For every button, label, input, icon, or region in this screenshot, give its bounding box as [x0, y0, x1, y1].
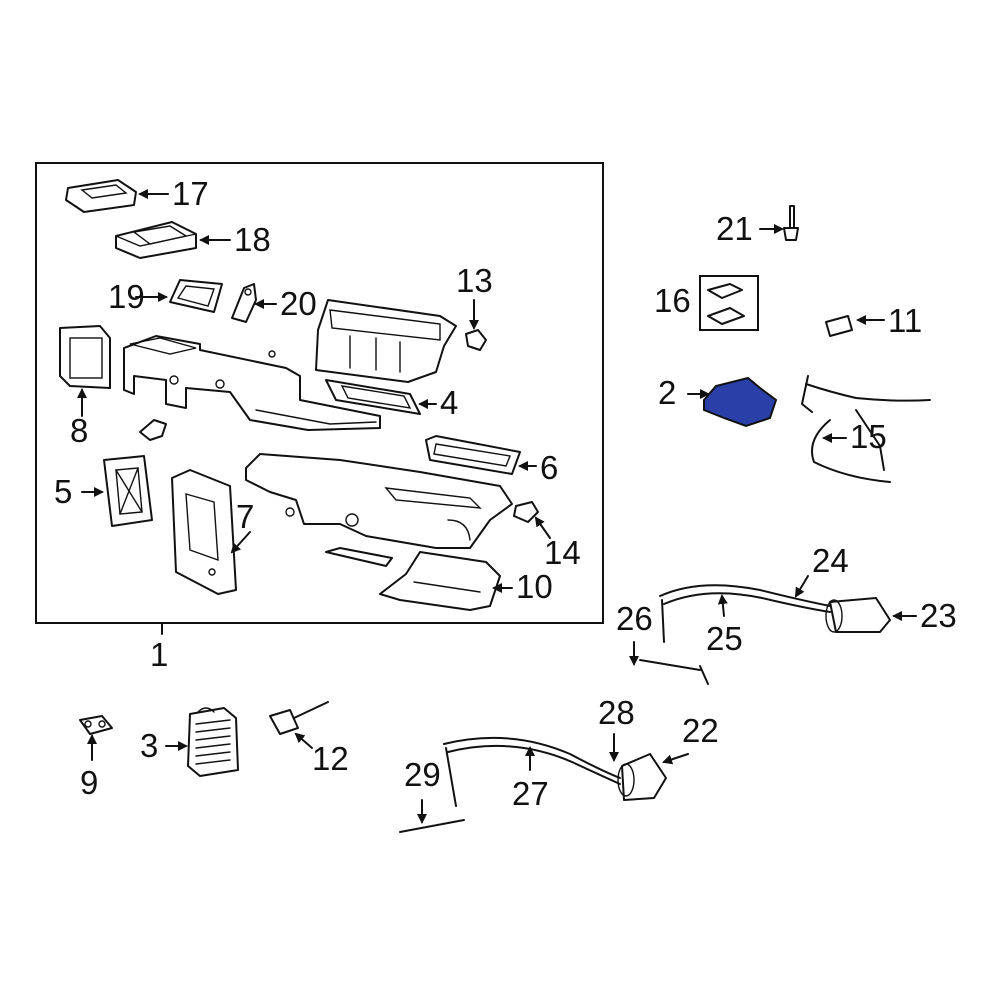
part-19-door[interactable] [169, 279, 223, 313]
part-2-highlighted[interactable] [703, 376, 778, 428]
callout-24[interactable]: 24 [812, 542, 849, 579]
callout-25[interactable]: 25 [706, 620, 743, 657]
callout-14[interactable]: 14 [544, 534, 581, 571]
callout-20[interactable]: 20 [280, 285, 317, 322]
callout-17[interactable]: 17 [172, 175, 209, 212]
part-27-28-29-cables[interactable] [399, 736, 621, 833]
part-24-25-26-cables[interactable] [639, 584, 831, 685]
callout-9[interactable]: 9 [80, 764, 98, 801]
seal-strip [325, 547, 393, 567]
part-21-screw[interactable] [783, 205, 799, 241]
callout-28[interactable]: 28 [598, 694, 635, 731]
callout-11[interactable]: 11 [888, 302, 922, 339]
part-6-door[interactable] [425, 435, 521, 475]
callout-26[interactable]: 26 [616, 600, 653, 637]
part-10-door[interactable] [379, 551, 501, 611]
blower-housing [315, 299, 457, 383]
callout-29[interactable]: 29 [404, 756, 441, 793]
callout-22[interactable]: 22 [682, 712, 719, 749]
leader-14 [534, 516, 551, 539]
leader-7 [230, 531, 251, 554]
upper-case-assembly [123, 335, 381, 431]
part-7-gasket[interactable] [171, 469, 237, 595]
assembly-frame [35, 162, 604, 624]
leader-12 [294, 732, 313, 749]
clip [139, 419, 167, 441]
part-16-box [699, 275, 759, 331]
part-20-lever[interactable] [231, 283, 257, 323]
part-22-motor[interactable] [617, 753, 667, 801]
part-8-seal[interactable] [59, 325, 111, 389]
part-14-grommet[interactable] [513, 501, 539, 523]
callout-18[interactable]: 18 [234, 221, 271, 258]
callout-13[interactable]: 13 [456, 262, 493, 299]
callout-16[interactable]: 16 [654, 282, 691, 319]
leader-22 [662, 753, 689, 765]
callout-8[interactable]: 8 [70, 412, 88, 449]
callout-3[interactable]: 3 [140, 727, 158, 764]
callout-1[interactable]: 1 [150, 636, 168, 673]
lower-case-assembly [245, 453, 513, 549]
callout-7[interactable]: 7 [236, 498, 254, 535]
part-11-connector[interactable] [825, 315, 853, 337]
callout-27[interactable]: 27 [512, 775, 549, 812]
leader-24 [794, 575, 809, 598]
callout-10[interactable]: 10 [516, 568, 553, 605]
part-4-door[interactable] [325, 379, 421, 415]
part-18-adapter[interactable] [115, 221, 197, 259]
part-16-clips[interactable] [707, 283, 745, 325]
callout-4[interactable]: 4 [440, 384, 458, 421]
part-5-filter[interactable] [103, 455, 153, 527]
part-15-harness[interactable] [801, 375, 931, 483]
part-9-grommet[interactable] [79, 715, 113, 735]
callout-23[interactable]: 23 [920, 597, 957, 634]
callout-2[interactable]: 2 [658, 374, 676, 411]
part-13-actuator[interactable] [465, 329, 487, 351]
callout-6[interactable]: 6 [540, 449, 558, 486]
callout-21[interactable]: 21 [716, 210, 753, 247]
callout-5[interactable]: 5 [54, 473, 72, 510]
part-3-heater-core[interactable] [187, 707, 239, 777]
part-17-seal[interactable] [65, 179, 137, 213]
leader-25 [717, 594, 728, 617]
callout-19[interactable]: 19 [108, 278, 145, 315]
callout-15[interactable]: 15 [850, 418, 887, 455]
part-12-motor[interactable] [269, 701, 329, 735]
part-23-motor[interactable] [825, 597, 891, 633]
callout-12[interactable]: 12 [312, 740, 349, 777]
